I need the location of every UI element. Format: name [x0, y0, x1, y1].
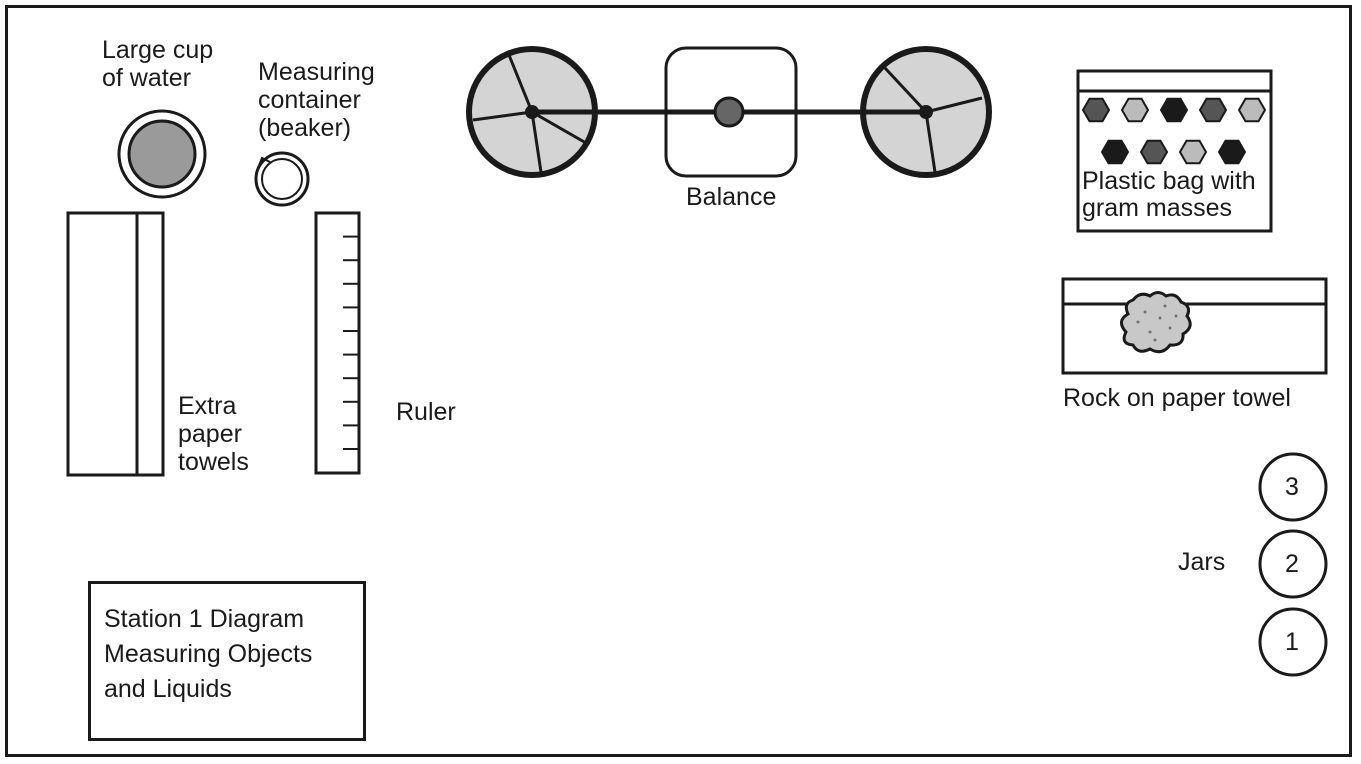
gram-mass-hexagon [1178, 139, 1208, 165]
rock [1120, 291, 1192, 354]
gram-mass-hexagon [1237, 97, 1267, 123]
towels-label: Extra paper towels [178, 392, 249, 476]
gram-mass-hexagon [1217, 139, 1247, 165]
jar-1-number: 1 [1285, 628, 1299, 656]
balance [466, 46, 992, 178]
jar-1 [1258, 607, 1328, 677]
gram-mass-hexagon [1198, 97, 1228, 123]
gram-mass-hexagon [1081, 97, 1111, 123]
jar-3-number: 3 [1285, 473, 1299, 501]
gram-mass-hexagon [1139, 139, 1169, 165]
rock-label: Rock on paper towel [1063, 384, 1291, 412]
rock-on-towel [1061, 277, 1328, 375]
gram-mass-bag [1076, 69, 1273, 233]
large-cup-of-water [117, 109, 207, 199]
beaker [254, 151, 310, 207]
jar-3 [1258, 452, 1328, 522]
diagram-frame [5, 5, 1352, 757]
title-box [88, 581, 366, 741]
jar-2-number: 2 [1285, 550, 1299, 578]
ruler-label: Ruler [396, 398, 456, 426]
gram-mass-hexagon [1120, 97, 1150, 123]
jar-2 [1258, 529, 1328, 599]
diagram-title: Station 1 Diagram Measuring Objects and … [104, 605, 313, 703]
jars-label: Jars [1178, 548, 1226, 576]
large-cup-label: Large cup of water [102, 36, 214, 92]
gram-mass-hexagon [1100, 139, 1130, 165]
jars-group [1258, 452, 1328, 677]
paper-towels-stack [66, 211, 165, 477]
balance-label: Balance [686, 183, 777, 211]
ruler [314, 211, 361, 475]
beaker-label: Measuring container (beaker) [258, 58, 375, 142]
gram-mass-hexagon [1159, 97, 1189, 123]
gram-bag-label: Plastic bag with gram masses [1082, 167, 1256, 222]
